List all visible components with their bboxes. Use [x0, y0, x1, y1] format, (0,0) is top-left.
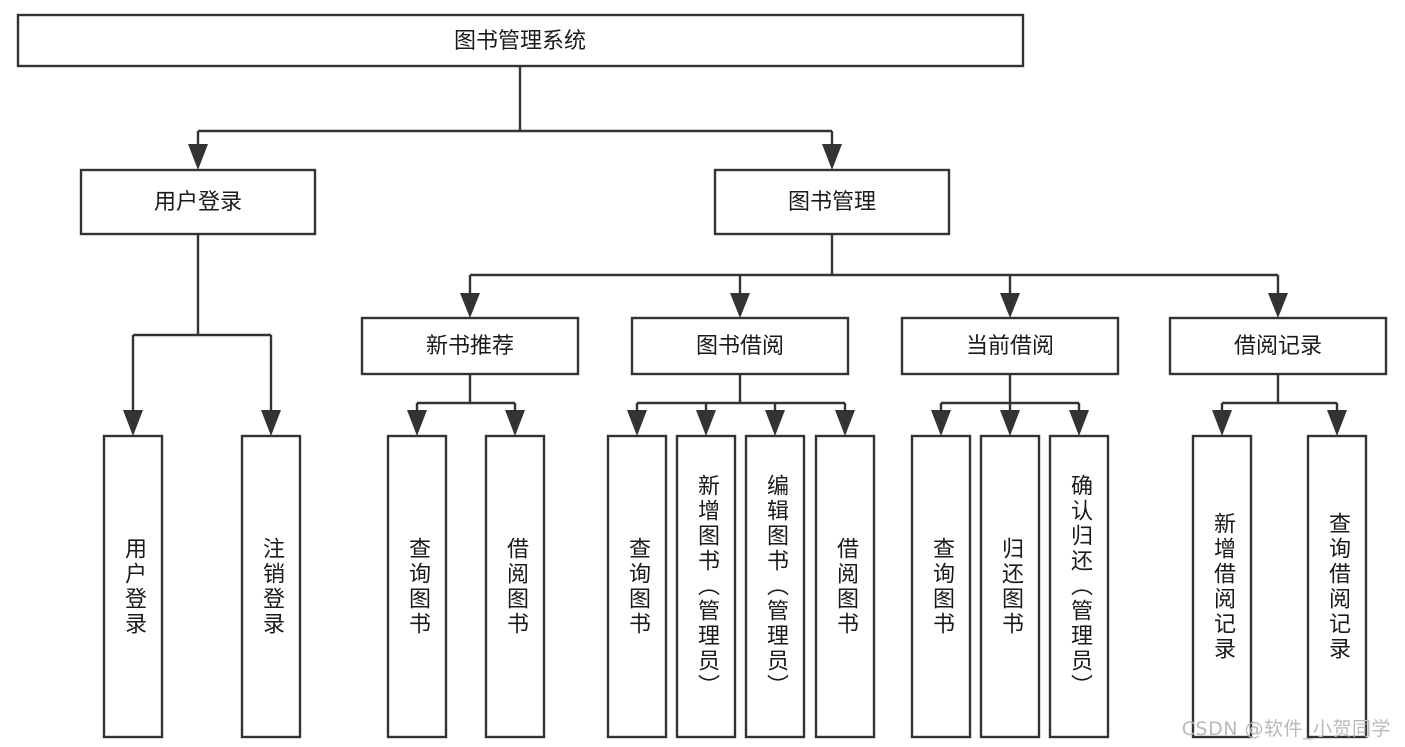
node-current-borrow-box[interactable] [900, 316, 1120, 376]
arrowhead-bookborrow-leaf-2 [696, 410, 716, 436]
leaf-box-newbook-query[interactable] [386, 434, 448, 739]
edges-group [123, 66, 1347, 436]
leaf-label-newbook-query: 查询图书 [404, 536, 430, 637]
arrowhead-leaf-user-login [123, 410, 143, 436]
leaf-label-current-query: 查询图书 [928, 536, 954, 637]
leaf-box-current-confirm[interactable] [1048, 434, 1110, 739]
node-new-book-recommend-box[interactable] [360, 316, 580, 376]
leaf-label-borrow-lend: 借阅图书 [832, 536, 858, 637]
leaf-box-borrow-query[interactable] [606, 434, 668, 739]
leaf-label-user-login: 用户登录 [120, 536, 146, 637]
leaf-box-current-query[interactable] [910, 434, 972, 739]
node-user-login-label: 用户登录 [154, 190, 242, 215]
node-book-manage-box[interactable] [713, 168, 951, 236]
leaf-box-user-login[interactable] [102, 434, 164, 739]
node-book-manage-label: 图书管理 [788, 190, 876, 215]
node-borrow-record-box[interactable] [1168, 316, 1388, 376]
leaf-box-current-return[interactable] [979, 434, 1041, 739]
node-current-borrow[interactable]: 当前借阅 [900, 316, 1120, 376]
arrowhead-current-borrow [1000, 293, 1020, 318]
leaf-label-record-add: 新增借阅记录 [1209, 511, 1235, 662]
arrowhead-borrow-record [1268, 293, 1288, 318]
leaf-label-borrow-query: 查询图书 [624, 536, 650, 637]
node-root-box[interactable] [16, 13, 1025, 68]
csdn-watermark: CSDN @软件_小贺同学 [1181, 718, 1391, 740]
leaf-label-newbook-borrow: 借阅图书 [502, 536, 528, 637]
arrowhead-currentborrow-leaf-3 [1069, 410, 1089, 436]
arrowhead-leaf-logout [261, 410, 281, 436]
arrowhead-bookborrow-leaf-1 [627, 410, 647, 436]
arrowhead-user-login [188, 144, 208, 170]
arrowhead-newbook-leaf-1 [407, 410, 427, 436]
arrowhead-borrowrecord-leaf-1 [1212, 410, 1232, 436]
node-borrow-record-label: 借阅记录 [1234, 334, 1322, 359]
leaf-label-borrow-edit: 编辑图书（管理员） [762, 474, 788, 699]
leaf-box-newbook-borrow[interactable] [484, 434, 546, 739]
node-book-borrow-box[interactable] [630, 316, 850, 376]
node-borrow-record[interactable]: 借阅记录 [1168, 316, 1388, 376]
arrowhead-currentborrow-leaf-2 [1000, 410, 1020, 436]
leaf-boxes-group [102, 434, 1368, 739]
arrowhead-currentborrow-leaf-1 [931, 410, 951, 436]
arrowhead-new-book [460, 293, 480, 318]
arrowhead-bookborrow-leaf-3 [765, 410, 785, 436]
arrowhead-book-manage [822, 144, 842, 170]
node-new-book-recommend[interactable]: 新书推荐 [360, 316, 580, 376]
leaf-label-record-query: 查询借阅记录 [1324, 511, 1350, 662]
node-new-book-recommend-label: 新书推荐 [426, 334, 514, 359]
node-root-label: 图书管理系统 [454, 29, 586, 54]
leaf-label-current-return: 归还图书 [997, 536, 1023, 637]
leaf-label-borrow-add: 新增图书（管理员） [693, 474, 719, 699]
leaf-box-borrow-lend[interactable] [814, 434, 876, 739]
leaf-label-logout: 注销登录 [258, 536, 284, 637]
leaf-box-borrow-add[interactable] [675, 434, 737, 739]
node-book-manage[interactable]: 图书管理 [713, 168, 951, 236]
leaf-label-current-confirm: 确认归还（管理员） [1066, 474, 1092, 699]
leaf-box-logout[interactable] [240, 434, 302, 739]
arrowhead-book-borrow [730, 293, 750, 318]
leaf-box-record-query[interactable] [1306, 434, 1368, 739]
node-current-borrow-label: 当前借阅 [966, 334, 1054, 359]
arrowhead-bookborrow-leaf-4 [835, 410, 855, 436]
arrowhead-newbook-leaf-2 [505, 410, 525, 436]
node-user-login-box[interactable] [79, 168, 317, 236]
node-book-borrow-label: 图书借阅 [696, 334, 784, 359]
arrowhead-borrowrecord-leaf-2 [1327, 410, 1347, 436]
leaf-box-borrow-edit[interactable] [744, 434, 806, 739]
leaf-box-record-add[interactable] [1191, 434, 1253, 739]
node-book-borrow[interactable]: 图书借阅 [630, 316, 850, 376]
node-root[interactable]: 图书管理系统 [16, 13, 1025, 68]
node-user-login[interactable]: 用户登录 [79, 168, 317, 236]
